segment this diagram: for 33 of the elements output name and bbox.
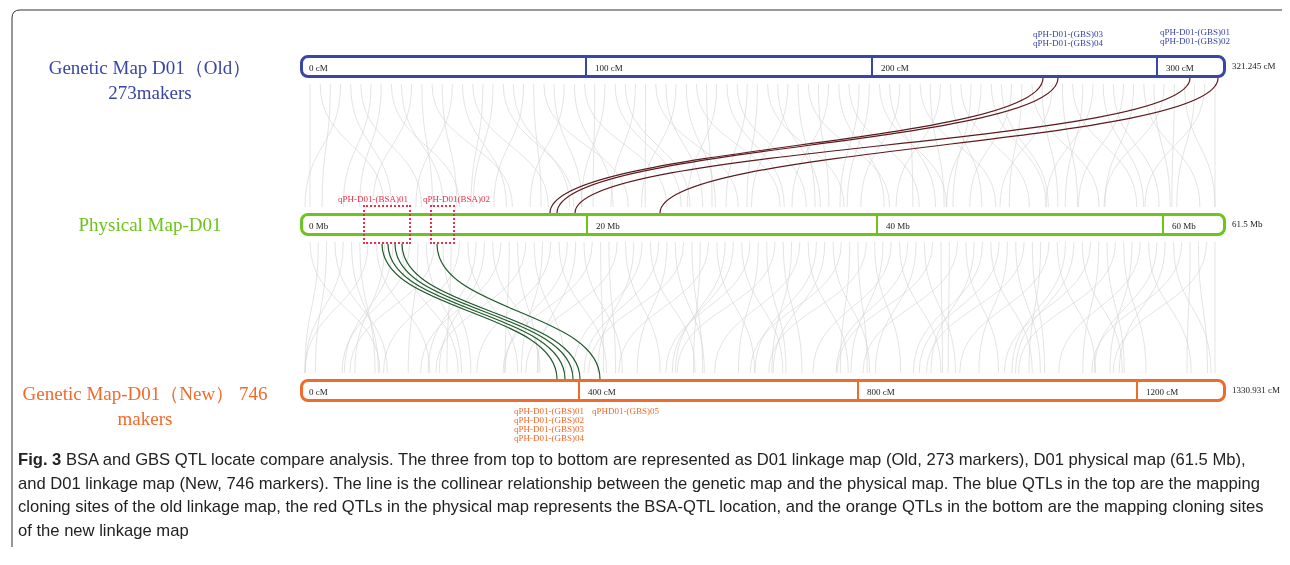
scale-tick-label: 20 Mb [596,221,620,231]
map-length-label: 61.5 Mb [1232,219,1263,229]
qtl-label: qPH-D01-(GBS)02 [514,415,584,425]
scale-tick-label: 800 cM [867,387,895,397]
qtl-label: qPH-D01-(BSA)01 [338,194,408,204]
scale-tick-label: 60 Mb [1172,221,1196,231]
map-length-label: 1330.931 cM [1232,385,1280,395]
scale-tick-label: 0 Mb [309,221,329,231]
scale-tick-label: 1200 cM [1146,387,1179,397]
scale-tick-label: 40 Mb [886,221,910,231]
qtl-label: qPH-D01(BSA)02 [423,194,490,204]
figure-caption: Fig. 3 BSA and GBS QTL locate compare analysis. The three from top to bottom are represented as D01 linkage map (Old, 273 markers), D01 physical map (61.5 Mb), and D01 linkage map (New, 746 markers). The line is the collinear relationship between the genetic map and the physical map. The blue QTLs in the top are the mapping cloning sites of the old linkage map, the red QTLs in the physical map represents the BSA-QTL location, and the orange QTLs in the bottom are the mapping cloning sites of the new linkage map [18,449,1265,542]
map-title: Genetic Map-D01（New） 746 makers [21,382,269,431]
collinear-link-curve [574,77,1191,214]
scale-tick-label: 0 cM [309,387,328,397]
map-title: Physical Map-D01 [77,213,223,237]
map-bar [300,213,1226,236]
scale-tick-label: 400 cM [588,387,616,397]
scale-tick-label: 200 cM [881,63,909,73]
map-length-label: 321.245 cM [1232,61,1276,71]
qtl-label: qPH-D01-(GBS)03 [514,424,584,434]
map-bar [300,379,1226,402]
qtl-label: qPH-D01-(GBS)02 [1160,36,1230,46]
scale-tick-label: 300 cM [1166,63,1194,73]
scale-tick-label: 100 cM [595,63,623,73]
collinear-link-curve [436,243,601,380]
qtl-label: qPH-D01-(GBS)01 [1160,27,1230,37]
qtl-label: qPH-D01-(GBS)04 [514,433,584,443]
map-title: Genetic Map D01（Old） 273makers [47,56,253,105]
collinear-link-curve [659,77,1219,214]
map-bar [300,55,1226,78]
qtl-label: qPH-D01-(GBS)03 [1033,29,1103,39]
scale-tick-label: 0 cM [309,63,328,73]
